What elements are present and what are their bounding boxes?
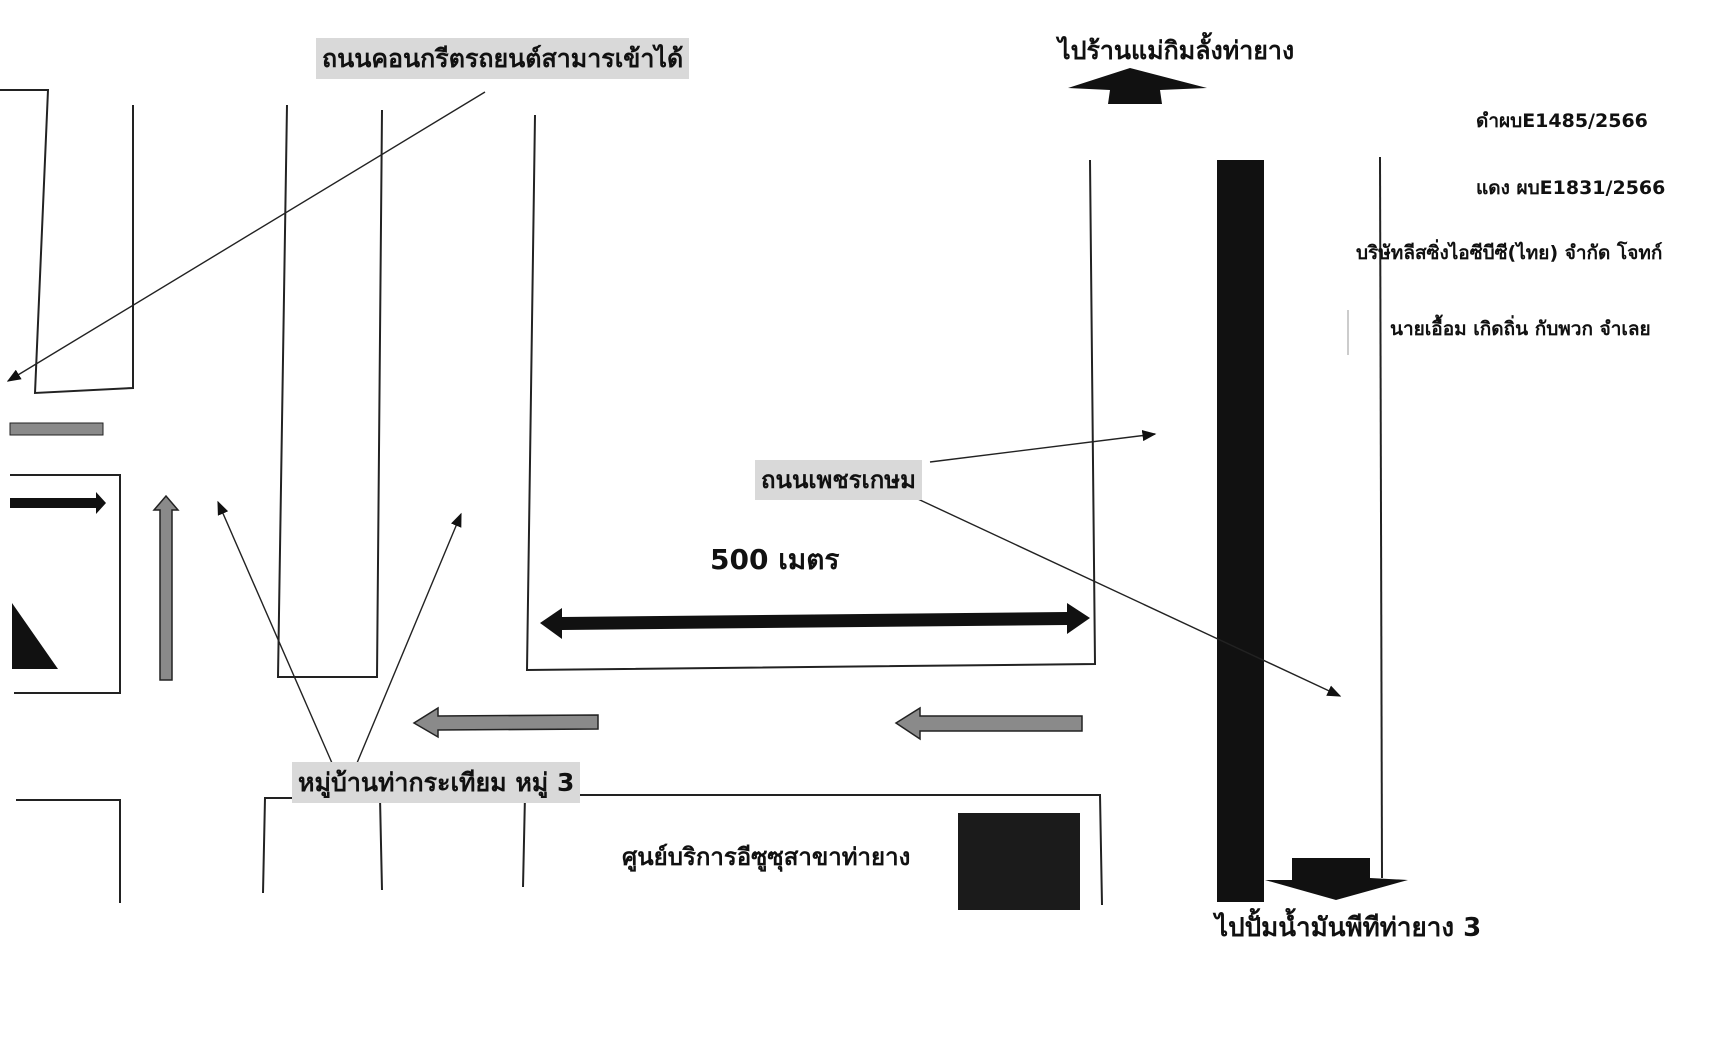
middle-top-block	[276, 104, 383, 678]
black-right-arrow-icon	[10, 492, 106, 514]
gray-bar	[9, 422, 104, 436]
double-arrow-icon	[540, 603, 1090, 639]
service-center-label: ศูนย์บริการอีซูซุสาขาท่ายาง	[622, 843, 911, 871]
north-arrow-icon	[1068, 68, 1207, 104]
building-square-icon	[958, 813, 1080, 910]
left-top-block	[0, 89, 134, 395]
red-case-number: แดง ผบE1831/2566	[1476, 177, 1666, 199]
concrete-road-label: ถนนคอนกรีตรถยนต์สามารเข้าได้	[316, 38, 690, 79]
pointer-line	[904, 492, 1342, 697]
phetkasem-road-label: ถนนเพชรเกษม	[755, 460, 922, 500]
distance-label: 500 เมตร	[710, 543, 840, 576]
pointer-line	[217, 500, 333, 764]
gray-left-arrow-icon	[894, 706, 1083, 741]
black-case-number: ดำผบE1485/2566	[1476, 110, 1648, 132]
south-arrow-icon	[1265, 858, 1408, 900]
triangle-marker-icon	[12, 603, 58, 669]
defendant-name: นายเอื้อม เกิดถิ่น กับพวก จำเลย	[1390, 318, 1651, 340]
road-edge-line	[1379, 156, 1383, 879]
plaintiff-name: บริษัทลีสซิ่งไอซีบีซี(ไทย) จำกัด โจทก์	[1356, 242, 1663, 264]
to-north-label: ไปร้านแม่กิมลั้งท่ายาง	[1058, 36, 1295, 65]
to-south-label: ไปปั้มน้ำมันพีทีท่ายาง 3	[1215, 913, 1482, 943]
gray-up-arrow-icon	[152, 494, 180, 681]
village-label: หมู่บ้านท่ากระเทียม หมู่ 3	[292, 762, 581, 803]
pointer-line	[356, 512, 462, 764]
phetkasem-road	[1217, 160, 1264, 902]
gray-left-arrow-icon	[412, 706, 599, 739]
pointer-line	[6, 91, 486, 382]
bottom-blocks	[16, 794, 1103, 906]
pointer-line	[929, 429, 1157, 463]
left-square-block	[10, 474, 121, 694]
center-block	[525, 114, 1097, 672]
